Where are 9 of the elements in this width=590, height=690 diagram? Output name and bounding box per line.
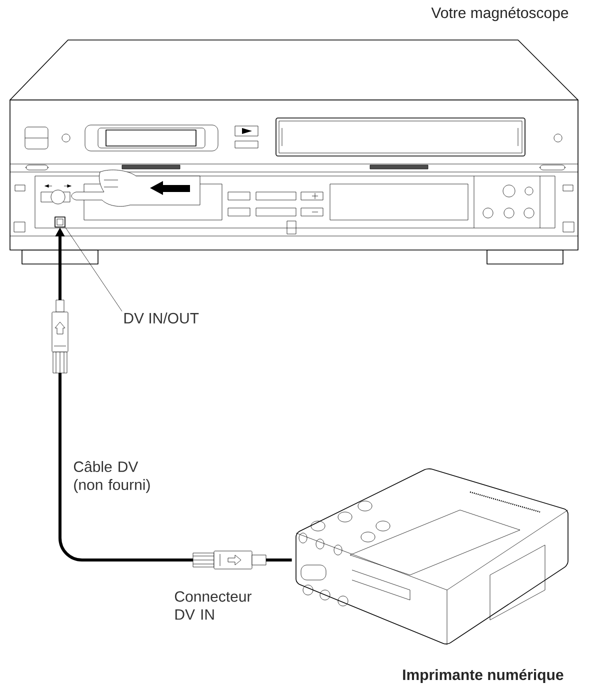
- leader-line: [65, 227, 122, 312]
- edge-label: Câble DV (non fourni): [74, 461, 150, 494]
- callout-text: DV IN/OUT: [124, 312, 199, 324]
- port-socket: [54, 216, 66, 228]
- node-label: Votre magnétoscope: [431, 6, 568, 22]
- connector-label: Connecteur DV IN: [174, 591, 252, 620]
- recorder-drawing: [10, 40, 578, 264]
- printer-drawing: [296, 468, 568, 646]
- node-label: Imprimante numérique: [403, 668, 564, 684]
